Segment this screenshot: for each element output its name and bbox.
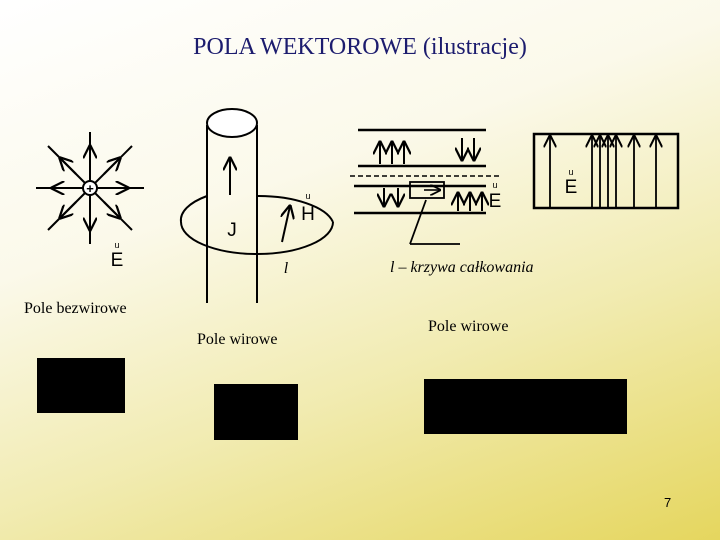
- layered-field: [350, 128, 500, 245]
- charge-sign: +: [86, 181, 94, 196]
- vector-mark-h: u: [305, 191, 310, 201]
- label-pole-wirowe-1: Pole wirowe: [197, 331, 277, 348]
- label-h: H: [301, 204, 315, 225]
- label-e-right: E: [565, 177, 578, 198]
- label-e-left: E: [111, 250, 124, 271]
- label-pole-wirowe-2: Pole wirowe: [428, 318, 508, 335]
- vector-mark-e-mid: u: [492, 180, 497, 190]
- conductor-cylinder: [179, 108, 334, 303]
- varying-density-field: [532, 132, 680, 210]
- radial-field: [36, 132, 144, 244]
- h-field-arrow: [282, 206, 290, 243]
- page-number: 7: [664, 495, 672, 510]
- redaction-box-3: [424, 379, 627, 434]
- label-e-mid: E: [489, 191, 502, 212]
- point-charge: [82, 180, 98, 196]
- redaction-box-1: [37, 358, 125, 413]
- vector-mark-e-left: u: [114, 240, 119, 250]
- label-krzywa-calkowania: l – krzywa całkowania: [390, 259, 534, 276]
- slide-title: POLA WEKTOROWE (ilustracje): [193, 34, 527, 60]
- vector-mark-e-right: u: [568, 167, 573, 177]
- label-j: J: [227, 220, 237, 241]
- label-pole-bezwirowe: Pole bezwirowe: [24, 300, 127, 317]
- label-l: l: [284, 260, 289, 277]
- redaction-box-2: [214, 384, 298, 440]
